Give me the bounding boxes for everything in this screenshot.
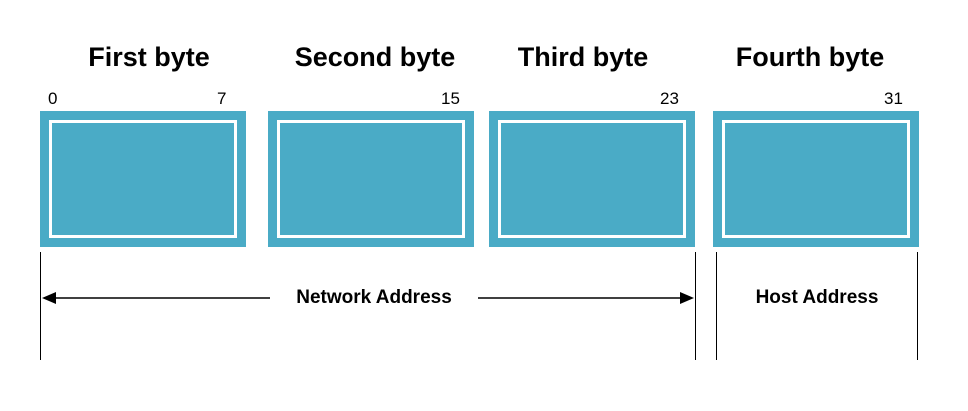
fourth-byte-title: Fourth byte	[735, 42, 885, 72]
host-left-boundary	[716, 252, 717, 360]
third-byte-box-inner	[498, 120, 686, 238]
host-address-label: Host Address	[755, 287, 879, 308]
first-byte-title: First byte	[88, 42, 210, 72]
network-right-arrowhead	[680, 292, 694, 304]
bit-label-15: 15	[441, 89, 460, 108]
network-left-arrowhead	[42, 292, 56, 304]
host-right-boundary	[917, 252, 918, 360]
bit-label-23: 23	[660, 89, 679, 108]
third-byte-title: Third byte	[517, 42, 649, 72]
network-right-boundary	[695, 252, 696, 360]
second-byte-box	[268, 111, 474, 247]
second-byte-box-inner	[277, 120, 465, 238]
first-byte-box-inner	[49, 120, 237, 238]
network-address-label: Network Address	[296, 287, 452, 308]
third-byte-box	[489, 111, 695, 247]
bit-label-0: 0	[48, 89, 58, 108]
second-byte-title: Second byte	[294, 42, 456, 72]
fourth-byte-box-inner	[722, 120, 910, 238]
bit-label-31: 31	[884, 89, 903, 108]
first-byte-box	[40, 111, 246, 247]
fourth-byte-box	[713, 111, 919, 247]
network-left-boundary	[40, 252, 41, 360]
bit-label-7: 7	[217, 89, 227, 108]
